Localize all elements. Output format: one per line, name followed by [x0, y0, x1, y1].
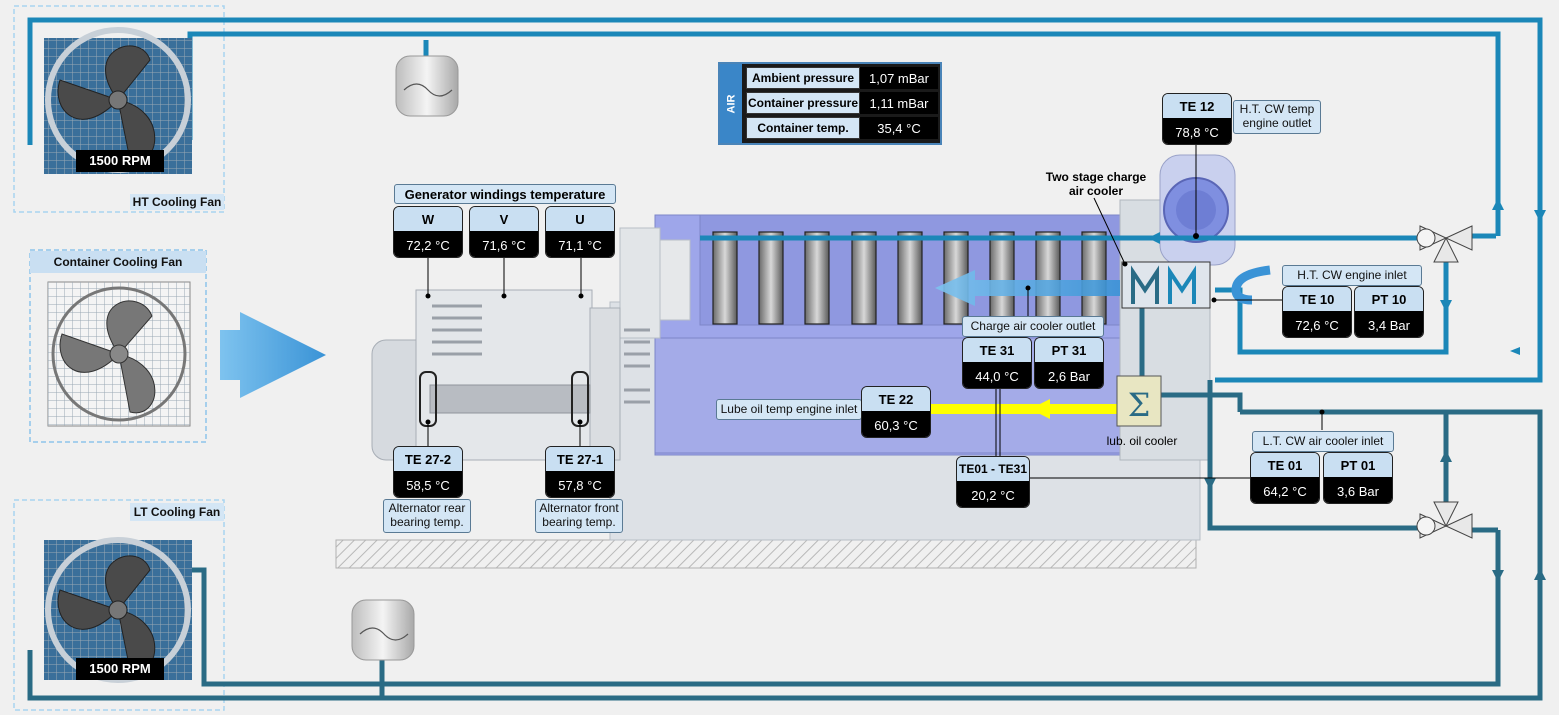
winding-v-sensor[interactable]: V 71,6 °C — [469, 206, 539, 258]
sensor-value: 57,8 °C — [546, 471, 614, 497]
sensor-tag: W — [394, 207, 462, 231]
lt-three-way-valve[interactable] — [1416, 501, 1473, 539]
container-fan-enclosure — [29, 249, 207, 443]
sensor-value: 2,6 Bar — [1035, 362, 1103, 388]
sensor-tag: PT 10 — [1355, 287, 1423, 311]
air-row-value: 35,4 °C — [860, 117, 938, 139]
lt-fan-label: LT Cooling Fan — [130, 503, 224, 521]
te01-te31-sensor[interactable]: TE01 - TE31 20,2 °C — [956, 456, 1030, 508]
lube-oil-description: Lube oil temp engine inlet — [716, 399, 862, 420]
sensor-value: 72,6 °C — [1283, 311, 1351, 337]
te-01-sensor[interactable]: TE 01 64,2 °C — [1250, 452, 1320, 504]
sensor-value: 3,6 Bar — [1324, 477, 1392, 503]
te-27-1-sensor[interactable]: TE 27-1 57,8 °C — [545, 446, 615, 498]
lt-fan-radiator — [44, 537, 192, 683]
air-row-value: 1,07 mBar — [860, 67, 938, 89]
sensor-tag: PT 01 — [1324, 453, 1392, 477]
lt-fan-enclosure — [13, 499, 225, 711]
sensor-value: 20,2 °C — [957, 481, 1029, 507]
te-31-sensor[interactable]: TE 31 44,0 °C — [962, 337, 1032, 389]
ht-expansion-tank — [395, 55, 459, 117]
sensor-tag: TE 12 — [1163, 94, 1231, 118]
pt-10-sensor[interactable]: PT 10 3,4 Bar — [1354, 286, 1424, 338]
lube-oil-cooler-label: lub. oil cooler — [1106, 434, 1178, 448]
sensor-tag: TE 22 — [862, 387, 930, 411]
pt-31-sensor[interactable]: PT 31 2,6 Bar — [1034, 337, 1104, 389]
air-row-value: 1,11 mBar — [860, 92, 938, 114]
air-row-container-pressure: Container pressure 1,11 mBar — [746, 92, 938, 114]
sensor-value: 3,4 Bar — [1355, 311, 1423, 337]
sensor-value: 44,0 °C — [963, 362, 1031, 388]
lt-expansion-tank — [351, 599, 415, 661]
pt-01-sensor[interactable]: PT 01 3,6 Bar — [1323, 452, 1393, 504]
air-row-key: Ambient pressure — [746, 67, 860, 89]
sensor-tag: TE 01 — [1251, 453, 1319, 477]
svg-text:Σ: Σ — [1128, 386, 1151, 424]
sensor-tag: V — [470, 207, 538, 231]
alternator — [371, 289, 650, 461]
sensor-value: 71,1 °C — [546, 231, 614, 257]
ht-fan-enclosure — [13, 5, 225, 213]
sensor-value: 78,8 °C — [1163, 118, 1231, 144]
air-side-label: AIR — [720, 64, 742, 143]
ht-three-way-valve[interactable] — [1416, 225, 1473, 263]
ht-inlet-title: H.T. CW engine inlet — [1282, 265, 1422, 286]
te-27-2-sensor[interactable]: TE 27-2 58,5 °C — [393, 446, 463, 498]
air-intake-arrow — [220, 312, 326, 398]
flow-arrows — [1148, 198, 1546, 355]
sensor-tag: PT 31 — [1035, 338, 1103, 362]
air-row-ambient-pressure: Ambient pressure 1,07 mBar — [746, 67, 938, 89]
engine-skid-base — [335, 539, 1197, 569]
container-fan-label: Container Cooling Fan — [30, 251, 206, 273]
lube-oil-cooler-symbol — [1116, 375, 1162, 427]
sensor-value: 58,5 °C — [394, 471, 462, 497]
sensor-value: 60,3 °C — [862, 411, 930, 437]
charge-air-cooler — [1121, 261, 1211, 309]
sensor-value: 72,2 °C — [394, 231, 462, 257]
lt-fan-rpm: 1500 RPM — [76, 658, 164, 680]
te-12-sensor[interactable]: TE 12 78,8 °C — [1162, 93, 1232, 145]
sensor-tag: TE 31 — [963, 338, 1031, 362]
te-22-sensor[interactable]: TE 22 60,3 °C — [861, 386, 931, 438]
charge-air-inlet-arrow — [1231, 265, 1271, 305]
sensor-tag: TE01 - TE31 — [957, 457, 1029, 481]
engine-cylinders — [712, 231, 1107, 325]
generator-windings-title: Generator windings temperature — [394, 184, 616, 204]
sensor-tag: U — [546, 207, 614, 231]
sensor-tag: TE 27-1 — [546, 447, 614, 471]
air-parameters-table: AIR Ambient pressure 1,07 mBar Container… — [718, 62, 942, 145]
container-fan — [47, 281, 191, 427]
ht-fan-rpm: 1500 RPM — [76, 150, 164, 172]
te-10-sensor[interactable]: TE 10 72,6 °C — [1282, 286, 1352, 338]
lube-oil-pipe — [930, 404, 1118, 414]
sensor-tag: TE 10 — [1283, 287, 1351, 311]
winding-u-sensor[interactable]: U 71,1 °C — [545, 206, 615, 258]
sensor-tag: TE 27-2 — [394, 447, 462, 471]
winding-w-sensor[interactable]: W 72,2 °C — [393, 206, 463, 258]
charge-outlet-title: Charge air cooler outlet — [962, 316, 1104, 337]
sensor-value: 64,2 °C — [1251, 477, 1319, 503]
lt-inlet-title: L.T. CW air cooler inlet — [1252, 431, 1394, 452]
air-row-key: Container pressure — [746, 92, 860, 114]
air-row-container-temp: Container temp. 35,4 °C — [746, 117, 938, 139]
sensor-value: 71,6 °C — [470, 231, 538, 257]
air-row-key: Container temp. — [746, 117, 860, 139]
ht-fan-label: HT Cooling Fan — [130, 194, 224, 210]
